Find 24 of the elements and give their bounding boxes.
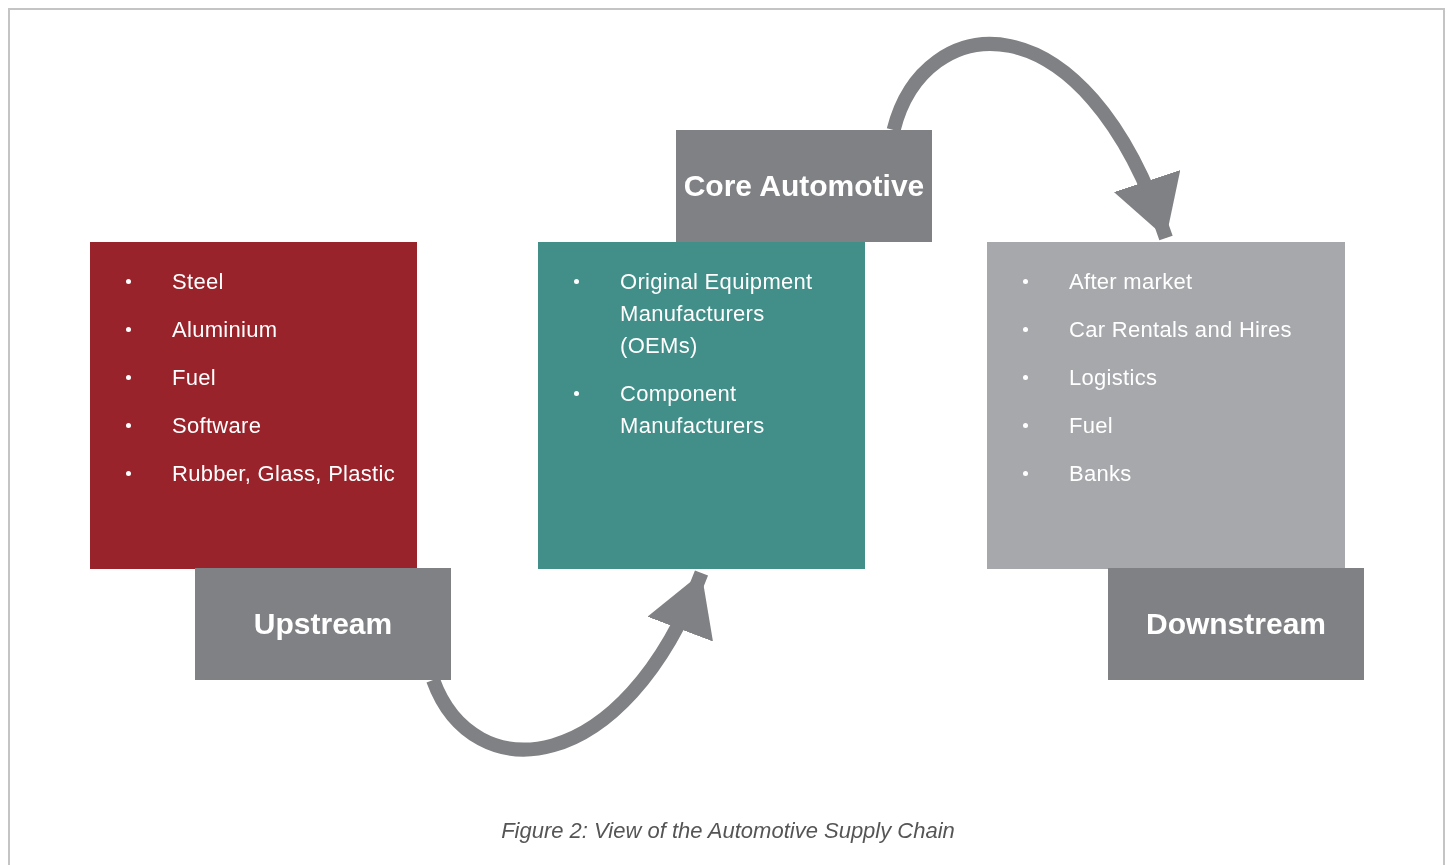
upstream-panel [90, 242, 417, 569]
list-item: Rubber, Glass, Plastic [172, 461, 396, 486]
stage-title: Downstream [1145, 608, 1326, 640]
stage-title: Core Automotive [683, 170, 925, 202]
downstream-panel [987, 242, 1345, 569]
list-item: Banks [1069, 461, 1132, 486]
list-item: Software [172, 413, 262, 438]
list-item: Car Rentals and Hires [1069, 317, 1292, 342]
list-item: Steel [172, 269, 224, 294]
list-item: Original Equipment Manufacturers (OEMs) [620, 269, 813, 358]
list-item: Fuel [172, 365, 216, 390]
list-item: Aluminium [172, 317, 278, 342]
stage-label-box [1108, 568, 1364, 680]
figure-caption: Figure 2: View of the Automotive Supply Chain [501, 818, 955, 843]
stage-label-box [195, 568, 451, 680]
list-item: Component Manufacturers [620, 381, 765, 438]
curved-arrow [426, 570, 710, 757]
stage-title: Upstream [253, 608, 393, 640]
curved-arrow [887, 37, 1177, 241]
list-item: Fuel [1069, 413, 1113, 438]
list-item: After market [1069, 269, 1193, 294]
core-panel [538, 242, 865, 569]
stage-label-box [676, 130, 932, 242]
list-item: Logistics [1069, 365, 1158, 390]
